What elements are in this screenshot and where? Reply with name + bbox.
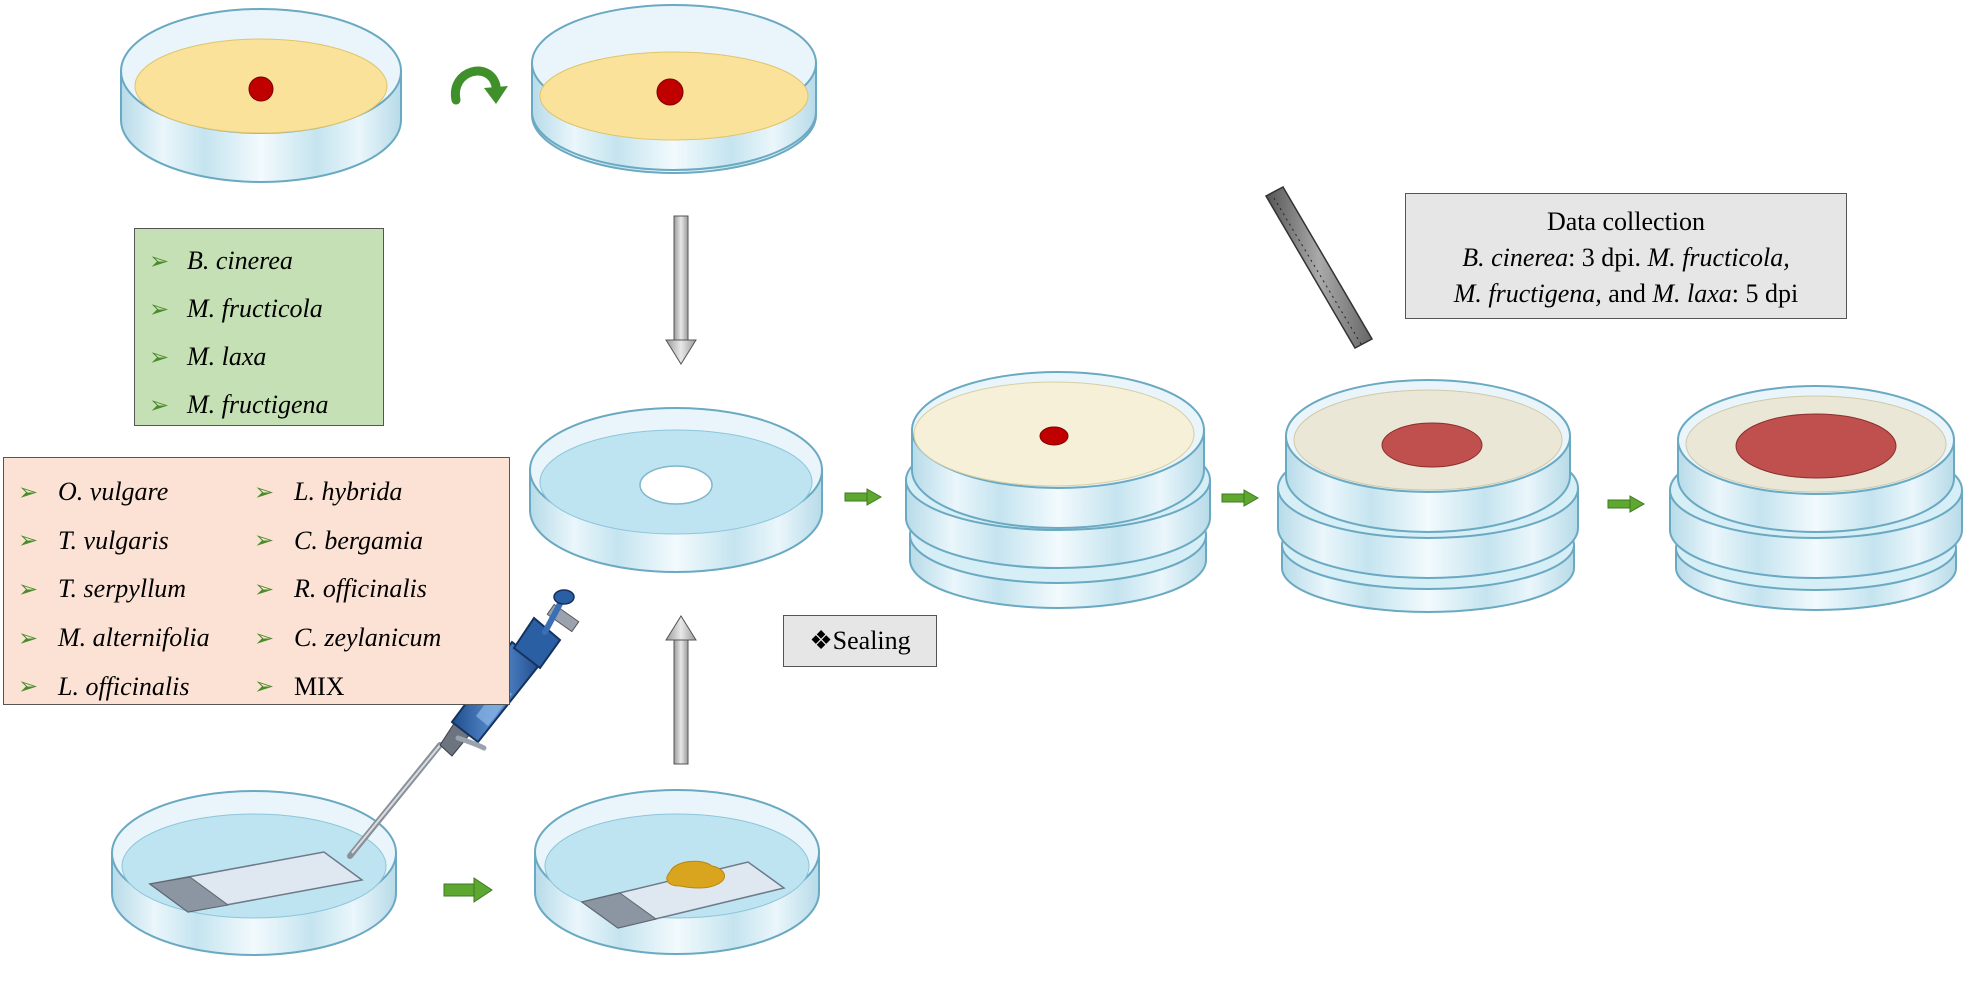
pathogen-item: ➢ M. laxa: [149, 333, 383, 381]
oils_col2-name: C. zeylanicum: [294, 623, 442, 653]
dish-top-left: [120, 8, 402, 183]
sealed-stack-1: [905, 371, 1211, 609]
bullet-arrow-icon: ➢: [254, 479, 275, 506]
pathogen-name: M. laxa: [187, 342, 267, 371]
oils_col1-item: ➢ O. vulgare: [18, 468, 254, 517]
diamond-bullet-icon: ❖: [809, 626, 833, 655]
data-collection-line-2: M. fructigena, and M. laxa: 5 dpi: [1406, 276, 1846, 312]
oils_col2-item: ➢ L. hybrida: [254, 468, 494, 517]
filter-paper-disc: [639, 465, 713, 505]
pathogen-list-box: ➢ B. cinerea ➢ M. fructicola ➢ M. laxa ➢ M. fru…: [134, 228, 384, 426]
green-arrow-bottom: [443, 877, 493, 903]
pathogen-item: ➢ B. cinerea: [149, 237, 383, 285]
oils_col2-name: L. hybrida: [294, 477, 403, 507]
dish-bottom-middle: [534, 789, 820, 955]
bullet-arrow-icon: ➢: [254, 625, 275, 652]
oils_col1-name: T. vulgaris: [58, 525, 169, 555]
dish-bottom-left: [111, 790, 397, 956]
oils_col1-item: ➢ L. officinalis: [18, 662, 254, 711]
sealed-stack-2: [1277, 379, 1579, 613]
pathogen-ml-label: M. laxa: [1652, 279, 1732, 308]
and-label: and: [1608, 279, 1646, 308]
inoculum-plug: [248, 76, 274, 102]
pathogen-name: M. fructicola: [187, 294, 323, 323]
bullet-arrow-icon: ➢: [149, 392, 170, 419]
pathogen-bc-label: B. cinerea: [1462, 243, 1569, 272]
down-arrow: [665, 215, 697, 365]
bullet-arrow-icon: ➢: [18, 528, 39, 555]
bullet-arrow-icon: ➢: [149, 248, 170, 275]
bc-time-label: : 3 dpi.: [1568, 243, 1642, 272]
oils_col1-name: L. officinalis: [58, 671, 190, 701]
bullet-arrow-icon: ➢: [18, 625, 39, 652]
bullet-arrow-icon: ➢: [149, 344, 170, 371]
flip-arrow-icon: [451, 66, 508, 105]
green-arrow-3: [1607, 495, 1646, 513]
pathogen-name: M. fructigena: [187, 390, 329, 419]
essential-oil-list-box: ➢ O. vulgare ➢ T. vulgaris ➢ T. serpyllum ➢ M. …: [3, 457, 510, 705]
oils_col1-item: ➢ M. alternifolia: [18, 614, 254, 663]
oils_col2-name: R. officinalis: [294, 574, 427, 604]
sealing-box: ❖Sealing: [783, 615, 937, 667]
mycelium-growth-medium: [1381, 422, 1483, 468]
essential-oil-drop: [666, 860, 726, 889]
dish-top-inverted: [531, 4, 817, 174]
sealing-label: Sealing: [832, 626, 911, 655]
sealed-stack-3: [1669, 385, 1963, 611]
bullet-arrow-icon: ➢: [18, 576, 39, 603]
pathogen-item: ➢ M. fructigena: [149, 381, 383, 429]
oils_col2-item: ➢ C. zeylanicum: [254, 614, 494, 663]
green-arrow-2: [1221, 489, 1260, 507]
green-arrow-1: [844, 488, 883, 506]
up-arrow: [665, 615, 697, 765]
pathogen-name: B. cinerea: [187, 246, 293, 275]
data-collection-line-1: B. cinerea: 3 dpi. M. fructicola,: [1406, 240, 1846, 276]
oils_col2-name: MIX: [294, 671, 345, 701]
bullet-arrow-icon: ➢: [149, 296, 170, 323]
oils_col1-item: ➢ T. vulgaris: [18, 517, 254, 566]
oils_col1-item: ➢ T. serpyllum: [18, 565, 254, 614]
bullet-arrow-icon: ➢: [254, 528, 275, 555]
oil-list-column-1: ➢ O. vulgare ➢ T. vulgaris ➢ T. serpyllum ➢ M. …: [18, 468, 254, 711]
pathogen-mf-label: M. fructicola,: [1647, 243, 1790, 272]
ruler-icon: [1264, 186, 1374, 349]
oils_col2-item: ➢ R. officinalis: [254, 565, 494, 614]
bullet-arrow-icon: ➢: [18, 479, 39, 506]
oils_col2-item: ➢ MIX: [254, 662, 494, 711]
oils_col1-name: M. alternifolia: [58, 623, 210, 653]
data-collection-box: Data collection B. cinerea: 3 dpi. M. fr…: [1405, 193, 1847, 319]
bullet-arrow-icon: ➢: [254, 674, 275, 701]
oils_col1-name: T. serpyllum: [58, 574, 187, 604]
ml-time-label: : 5 dpi: [1731, 279, 1799, 308]
pathogen-mfg-label: M. fructigena,: [1453, 279, 1602, 308]
data-collection-title: Data collection: [1546, 207, 1706, 236]
bullet-arrow-icon: ➢: [18, 674, 39, 701]
oils_col1-name: O. vulgare: [58, 477, 169, 507]
bullet-arrow-icon: ➢: [254, 576, 275, 603]
mycelium-growth-large: [1735, 413, 1897, 479]
oil-list-column-2: ➢ L. hybrida ➢ C. bergamia ➢ R. officinalis ➢ C…: [254, 468, 494, 711]
oils_col2-name: C. bergamia: [294, 525, 424, 555]
dish-center: [529, 407, 823, 573]
pathogen-item: ➢ M. fructicola: [149, 285, 383, 333]
oils_col2-item: ➢ C. bergamia: [254, 517, 494, 566]
